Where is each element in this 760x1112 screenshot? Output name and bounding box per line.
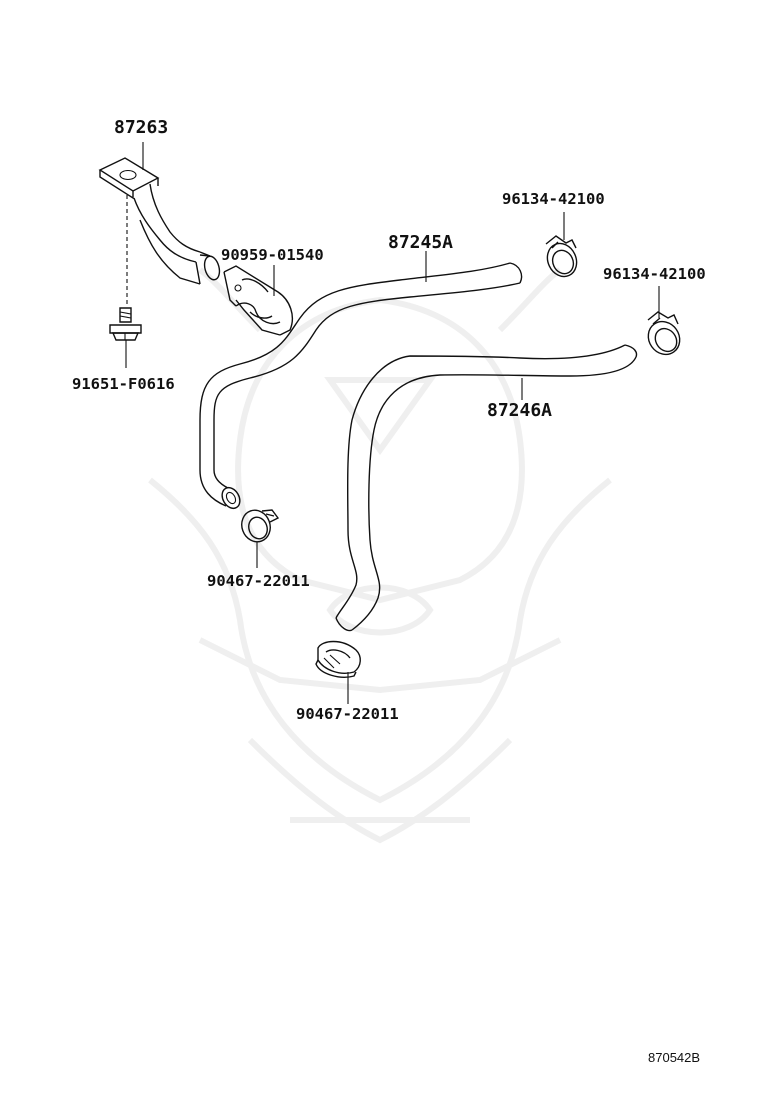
label-96134-42100-lower: 96134-42100 bbox=[603, 265, 706, 283]
bracket-87263-part bbox=[98, 157, 221, 285]
label-91651-F0616: 91651-F0616 bbox=[72, 375, 175, 393]
clamp-bracket-90959-part bbox=[223, 265, 294, 336]
bolt-91651-part bbox=[109, 307, 142, 341]
label-87246A: 87246A bbox=[487, 400, 552, 421]
label-90467-22011-bottom: 90467-22011 bbox=[296, 705, 399, 723]
hose-clamp-90467-bottom-part bbox=[315, 640, 361, 678]
hose-clamp-90467-left-part bbox=[241, 509, 280, 543]
label-90959-01540: 90959-01540 bbox=[221, 246, 324, 264]
label-96134-42100-upper: 96134-42100 bbox=[502, 190, 605, 208]
samurai-helmet-watermark-icon bbox=[148, 267, 612, 844]
hose-clamp-96134-lower-part bbox=[647, 311, 681, 356]
label-90467-22011-left: 90467-22011 bbox=[207, 572, 310, 590]
label-87245A: 87245A bbox=[388, 232, 453, 253]
diagram-code: 870542B bbox=[648, 1050, 700, 1065]
leader-lines bbox=[125, 142, 660, 704]
hose-clamp-96134-upper-part bbox=[545, 235, 578, 278]
label-87263: 87263 bbox=[114, 117, 168, 138]
hose-87246A-part bbox=[335, 344, 638, 632]
hose-87245A-part bbox=[199, 262, 523, 510]
